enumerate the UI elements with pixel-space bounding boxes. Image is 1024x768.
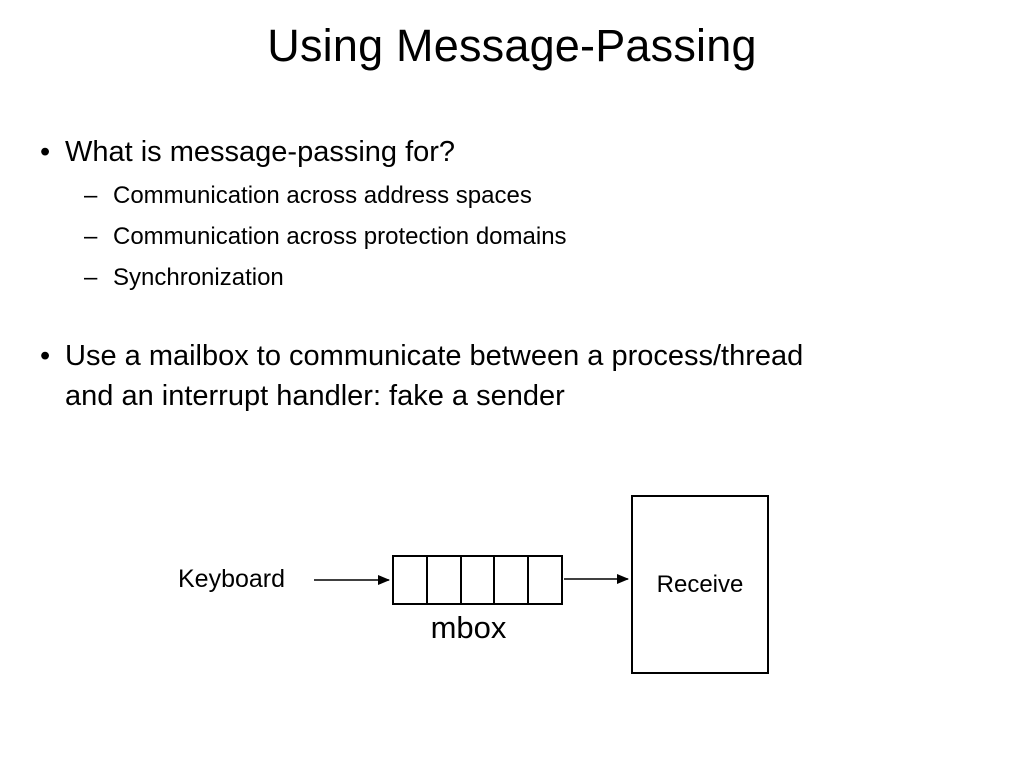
bullet-item-2: • Use a mailbox to communicate between a… bbox=[40, 336, 803, 416]
keyboard-label: Keyboard bbox=[178, 565, 286, 593]
queue-cell bbox=[394, 557, 428, 603]
bullet-icon: • bbox=[40, 340, 51, 372]
queue-cell bbox=[495, 557, 530, 603]
bullet-1-text: What is message-passing for? bbox=[65, 136, 456, 168]
sub-bullet-2-text: Communication across protection domains bbox=[113, 223, 567, 250]
bullet-item-1: • What is message-passing for? bbox=[40, 134, 455, 170]
bullet-2-text: Use a mailbox to communicate between a p… bbox=[65, 336, 803, 416]
queue-cell bbox=[428, 557, 462, 603]
sub-bullet-item: – Communication across protection domain… bbox=[84, 216, 567, 257]
sub-bullet-3-text: Synchronization bbox=[113, 264, 284, 291]
sub-bullet-1-text: Communication across address spaces bbox=[113, 182, 532, 209]
dash-icon: – bbox=[84, 264, 98, 291]
bullet-2-line-1: Use a mailbox to communicate between a p… bbox=[65, 340, 804, 372]
bullet-2-line-2: and an interrupt handler: fake a sender bbox=[65, 380, 565, 412]
dash-icon: – bbox=[84, 182, 98, 209]
receive-label: Receive bbox=[656, 570, 744, 598]
slide-title: Using Message-Passing bbox=[267, 20, 757, 71]
sub-bullet-list: – Communication across address spaces – … bbox=[84, 175, 567, 298]
mbox-label: mbox bbox=[430, 610, 507, 645]
sub-bullet-item: – Synchronization bbox=[84, 257, 567, 298]
receive-box: Receive bbox=[631, 495, 769, 674]
mbox-queue bbox=[392, 555, 563, 605]
bullet-icon: • bbox=[40, 136, 51, 168]
queue-cell bbox=[529, 557, 561, 603]
dash-icon: – bbox=[84, 223, 98, 250]
sub-bullet-item: – Communication across address spaces bbox=[84, 175, 567, 216]
queue-cell bbox=[462, 557, 496, 603]
